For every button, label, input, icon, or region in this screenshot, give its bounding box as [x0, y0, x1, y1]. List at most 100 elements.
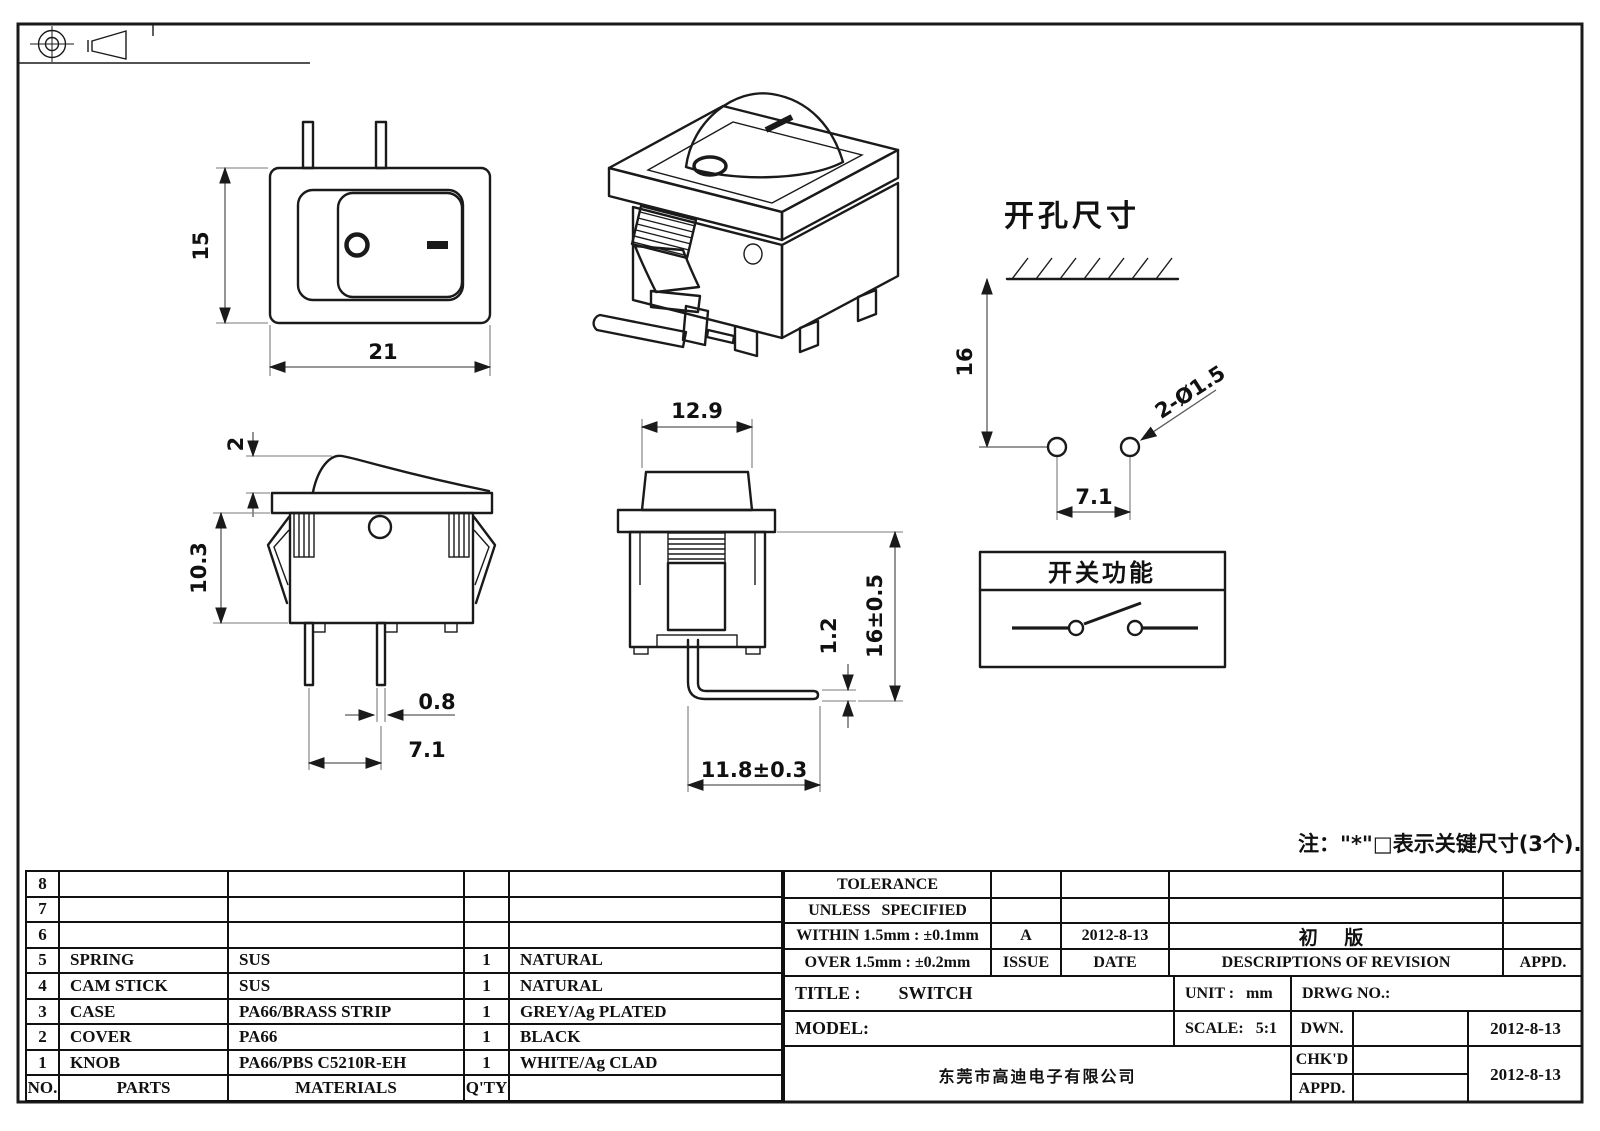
- front-view: 12.9 1.2 16±0.5 11.8±0.3: [616, 399, 903, 792]
- table-cell: [229, 872, 465, 898]
- revision-value: 初 版: [1168, 922, 1502, 948]
- table-cell: NATURAL: [510, 948, 783, 975]
- table-cell: [510, 872, 783, 898]
- table-cell: 4: [27, 974, 60, 1000]
- switch-on-symbol: [427, 241, 448, 249]
- table-cell: NATURAL: [510, 974, 783, 1000]
- appd-empty-cell: [1502, 870, 1582, 897]
- table-cell: [229, 923, 465, 949]
- table-cell: 5: [27, 948, 60, 975]
- unit-cell: UNIT :mm: [1173, 975, 1290, 1010]
- table-cell: KNOB: [60, 1050, 229, 1077]
- table-cell: CAM STICK: [60, 974, 229, 1000]
- hatch-lines: [1011, 257, 1173, 280]
- tolerance-title: TOLERANCE: [783, 870, 990, 897]
- table-cell: PA66: [229, 1025, 465, 1051]
- spst-switch-symbol: [1012, 601, 1198, 637]
- dim-front-total-height: 16±0.5: [863, 574, 887, 658]
- dim-cutout-hole-pitch: 7.1: [1075, 485, 1112, 509]
- table-cell: [60, 923, 229, 949]
- tolerance-within: WITHIN 1.5mm : ±0.1mm: [783, 922, 990, 948]
- panel-cutout-view: 开孔尺寸 16 2-Ø1.5 7.1: [953, 199, 1230, 520]
- chkd-date: 2012-8-13: [1467, 1045, 1582, 1102]
- title-row: TITLE :SWITCH: [783, 975, 1173, 1010]
- drwg-no-cell: DRWG NO.:: [1290, 975, 1582, 1010]
- table-cell: SUS: [229, 948, 465, 975]
- dim-side-protrusion: 2: [224, 437, 248, 452]
- dim-cutout-edge-distance: 16: [953, 347, 977, 376]
- side-view: 2 10.3 0.8 7.1: [187, 432, 497, 770]
- rocker-off-mark: [692, 155, 728, 177]
- table-cell: 1: [465, 974, 510, 1000]
- appd-empty-cell: [1502, 922, 1582, 948]
- model-cell: MODEL:: [783, 1010, 1173, 1045]
- revision-empty-cell: [1168, 897, 1502, 922]
- dim-front-terminal-thickness: 1.2: [817, 617, 841, 654]
- parts-table: 8 7 6 5 SPRING SUS 1 NATURAL 4 CAM STICK…: [25, 870, 783, 1102]
- date-value: 2012-8-13: [1060, 922, 1168, 948]
- parts-header-materials: MATERIALS: [229, 1076, 465, 1102]
- revision-empty-cell: [1168, 870, 1502, 897]
- perspective-view: [592, 92, 900, 358]
- tolerance-subtitle: UNLESS SPECIFIED: [783, 897, 990, 922]
- issue-value: A: [990, 922, 1060, 948]
- function-box: 开关功能: [978, 550, 1227, 669]
- revision-label: DESCRIPTIONS OF REVISION: [1168, 948, 1502, 975]
- dwn-label: DWN.: [1290, 1010, 1352, 1045]
- rocker-on-mark: [764, 114, 794, 133]
- appd-signature-cell: [1352, 1073, 1467, 1102]
- dim-side-pin-width: 0.8: [418, 690, 455, 714]
- table-cell: [510, 897, 783, 924]
- table-cell: 7: [27, 897, 60, 924]
- table-cell: BLACK: [510, 1025, 783, 1051]
- table-cell: PA66/BRASS STRIP: [229, 999, 465, 1026]
- dim-side-body-height: 10.3: [187, 542, 211, 594]
- title-value: SWITCH: [898, 983, 973, 1003]
- mounting-hole: [1119, 436, 1141, 458]
- date-empty-cell: [1060, 897, 1168, 922]
- table-cell: 8: [27, 872, 60, 898]
- table-cell: GREY/Ag PLATED: [510, 999, 783, 1026]
- dim-front-top-width: 12.9: [671, 399, 723, 423]
- table-cell: [510, 923, 783, 949]
- table-cell: [229, 897, 465, 924]
- table-cell: 1: [27, 1050, 60, 1077]
- table-cell: 1: [465, 999, 510, 1026]
- chkd-label: CHK'D: [1290, 1045, 1352, 1073]
- date-empty-cell: [1060, 870, 1168, 897]
- table-cell: WHITE/Ag CLAD: [510, 1050, 783, 1077]
- dim-top-view-height: 15: [189, 231, 213, 260]
- table-cell: [60, 897, 229, 924]
- spring-section-lines: [668, 538, 725, 560]
- table-cell: [465, 897, 510, 924]
- parts-header-finish: [510, 1076, 783, 1102]
- top-view: 15 21: [189, 120, 492, 376]
- date-label: DATE: [1060, 948, 1168, 975]
- table-cell: SPRING: [60, 948, 229, 975]
- key-dimension-note: 注："*"□表示关键尺寸(3个).: [1298, 832, 1582, 856]
- table-cell: 6: [27, 923, 60, 949]
- panel-cutout-title: 开孔尺寸: [1004, 199, 1140, 234]
- issue-empty-cell: [990, 870, 1060, 897]
- scale-value: 5:1: [1255, 1019, 1278, 1037]
- dim-top-view-width: 21: [368, 340, 397, 364]
- parts-header-qty: Q'TY: [465, 1076, 510, 1102]
- unit-label: UNIT :: [1185, 984, 1235, 1002]
- projection-symbol-icon: [30, 26, 127, 62]
- appd-empty-cell: [1502, 897, 1582, 922]
- dim-side-pin-pitch: 7.1: [408, 738, 445, 762]
- table-cell: 1: [465, 948, 510, 975]
- issue-empty-cell: [990, 897, 1060, 922]
- table-cell: SUS: [229, 974, 465, 1000]
- title-block: TOLERANCE UNLESS SPECIFIED WITHIN 1.5mm …: [783, 870, 1582, 1102]
- tolerance-over: OVER 1.5mm : ±0.2mm: [783, 948, 990, 975]
- mounting-hole: [1046, 436, 1068, 458]
- table-cell: [465, 872, 510, 898]
- table-cell: [60, 872, 229, 898]
- sheet-frame: [16, 22, 1584, 1104]
- issue-label: ISSUE: [990, 948, 1060, 975]
- table-cell: 1: [465, 1050, 510, 1077]
- table-cell: PA66/PBS C5210R-EH: [229, 1050, 465, 1077]
- table-cell: 3: [27, 999, 60, 1026]
